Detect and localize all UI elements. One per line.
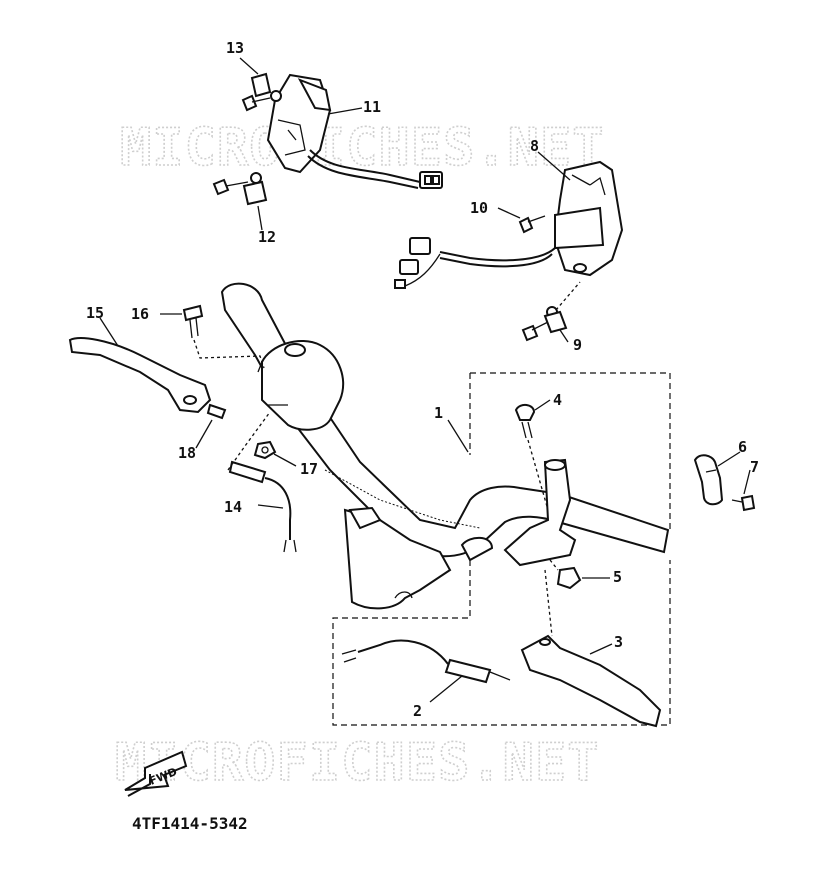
part-code: 4TF1414-5342 (132, 814, 248, 833)
callout-2: 2 (413, 702, 422, 720)
part-12-screw (212, 172, 268, 206)
callout-16: 16 (131, 305, 149, 323)
callout-17: 17 (300, 460, 318, 478)
part-10-screw (518, 215, 546, 234)
handlebar (220, 282, 670, 610)
part-16-bolt (182, 304, 265, 369)
callout-6: 6 (738, 438, 747, 456)
callout-11: 11 (363, 98, 381, 116)
part-6-clamp (693, 454, 724, 506)
part-17-nut (253, 440, 277, 460)
part-13-screw (241, 72, 282, 112)
callout-10: 10 (470, 199, 488, 217)
group-box-lever-assembly (332, 372, 671, 726)
part-7-screw (731, 494, 756, 512)
watermark-bottom: MICROFICHES.NET (115, 733, 600, 793)
callout-15: 15 (86, 304, 104, 322)
callout-labels: 1 2 3 4 5 6 7 8 9 10 11 12 13 14 15 16 1… (86, 39, 759, 720)
callout-3: 3 (614, 633, 623, 651)
part-9-screw (521, 281, 581, 342)
callout-13: 13 (226, 39, 244, 57)
part-18-screw (206, 403, 227, 420)
callout-7: 7 (750, 458, 759, 476)
part-14-switch (227, 411, 297, 553)
callout-14: 14 (224, 498, 242, 516)
part-2-switch (341, 639, 511, 684)
part-8-switch (394, 160, 624, 289)
callout-1: 1 (434, 404, 443, 422)
callout-12: 12 (258, 228, 276, 246)
callout-5: 5 (613, 568, 622, 586)
callout-8: 8 (530, 137, 539, 155)
watermark-top: MICROFICHES.NET (120, 118, 605, 178)
callout-18: 18 (178, 444, 196, 462)
part-11-switch-assembly (266, 73, 443, 189)
part-4-bolt (514, 404, 549, 511)
part-3-lever (520, 569, 662, 728)
callout-4: 4 (553, 391, 562, 409)
part-1-bracket (503, 458, 577, 567)
part-15-lever (68, 337, 212, 414)
leader-lines (99, 57, 751, 703)
left-switch-housing (257, 340, 345, 431)
part-5-nut (549, 559, 582, 590)
callout-9: 9 (573, 336, 582, 354)
